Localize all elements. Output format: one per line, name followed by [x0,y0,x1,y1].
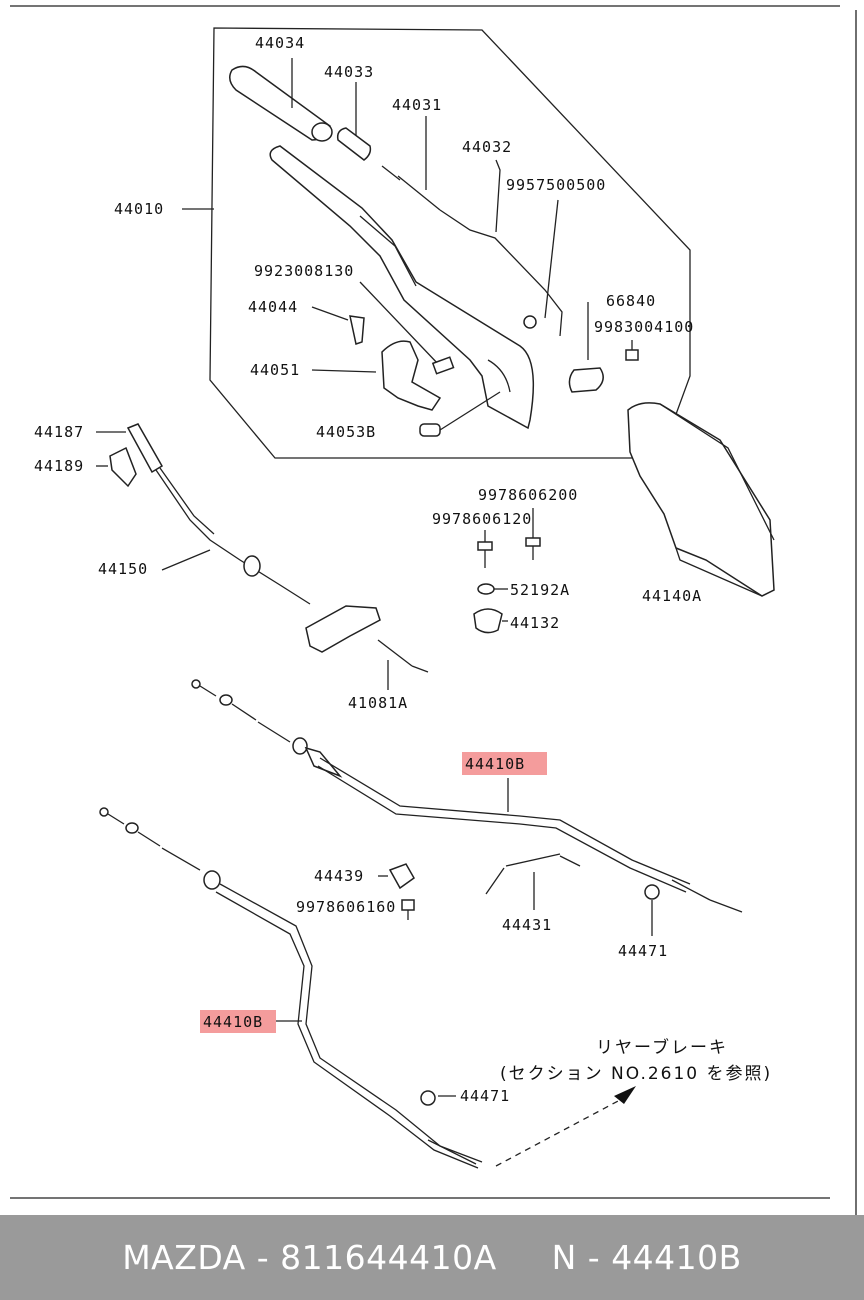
label-9923008130: 9923008130 [254,262,354,280]
clip-9957500500 [523,315,537,329]
label-66840: 66840 [606,292,656,310]
rear-brake-note-line2: (セクション NO.2610 を参照) [500,1064,772,1084]
rear-cable-upper [191,679,743,913]
front-cable-44150 [155,467,381,653]
label-44439: 44439 [314,867,364,885]
label-52192a: 52192A [510,581,570,599]
ratchet-44051 [311,340,442,411]
label-44044: 44044 [248,298,298,316]
label-44053b: 44053B [316,423,376,441]
screw-9978606200 [525,508,541,560]
spring-44431 [485,853,581,910]
screw-9983004100 [625,340,639,361]
label-44132: 44132 [510,614,560,632]
clip-44471-lower [420,1090,456,1106]
label-44150: 44150 [98,560,148,578]
clip-44044 [311,306,365,345]
grip-44034 [229,58,333,142]
console-44140a [627,402,775,597]
boot-44187 [96,423,164,474]
label-44187: 44187 [34,423,84,441]
highlight-44410b-upper [462,752,547,775]
label-44033: 44033 [324,63,374,81]
label-44032: 44032 [462,138,512,156]
screw-9978606160 [401,899,415,920]
leader-9957500500 [544,199,559,319]
label-9978606200: 9978606200 [478,486,578,504]
label-44051: 44051 [250,361,300,379]
clip-44471-upper [644,884,660,936]
grommet-44132 [473,608,508,634]
bracket-44189 [96,446,137,488]
label-44189: 44189 [34,457,84,475]
label-44410b-lower: 44410B [203,1013,263,1031]
label-44431: 44431 [502,916,552,934]
label-44010: 44010 [114,200,164,218]
label-44471-upper: 44471 [618,942,668,960]
rear-brake-arrow [495,1086,636,1167]
lever-44010 [269,145,535,430]
bolt-9923008130 [359,281,455,375]
pin-44053b [419,391,501,437]
label-44034: 44034 [255,34,305,52]
label-44140a: 44140A [642,587,702,605]
label-9978606160: 9978606160 [296,898,396,916]
label-44031: 44031 [392,96,442,114]
rear-brake-note-line1: リヤーブレーキ [596,1037,728,1058]
sleeve-44033 [336,82,372,161]
label-9978606120: 9978606120 [432,510,532,528]
label-9983004100: 9983004100 [594,318,694,336]
screw-9978606120 [477,530,493,568]
highlight-44410b-lower [200,1010,276,1033]
label-44471-lower: 44471 [460,1087,510,1105]
spring-41081a [377,639,429,690]
rod-44032 [439,159,563,337]
clip-44439 [378,863,415,890]
washer-52192a [477,583,508,595]
switch-66840 [568,302,604,393]
spring-44031 [381,116,441,211]
footer-part-number: MAZDA - 811644410A N - 44410B [122,1238,742,1277]
footer-bar: MAZDA - 811644410A N - 44410B [0,1215,864,1300]
label-44410b-upper: 44410B [465,755,525,773]
parts-diagram: 44034 44033 44031 44032 9957500500 44010… [10,5,857,1215]
rear-cable-lower [99,807,483,1169]
label-9957500500: 9957500500 [506,176,606,194]
label-41081a: 41081A [348,694,408,712]
